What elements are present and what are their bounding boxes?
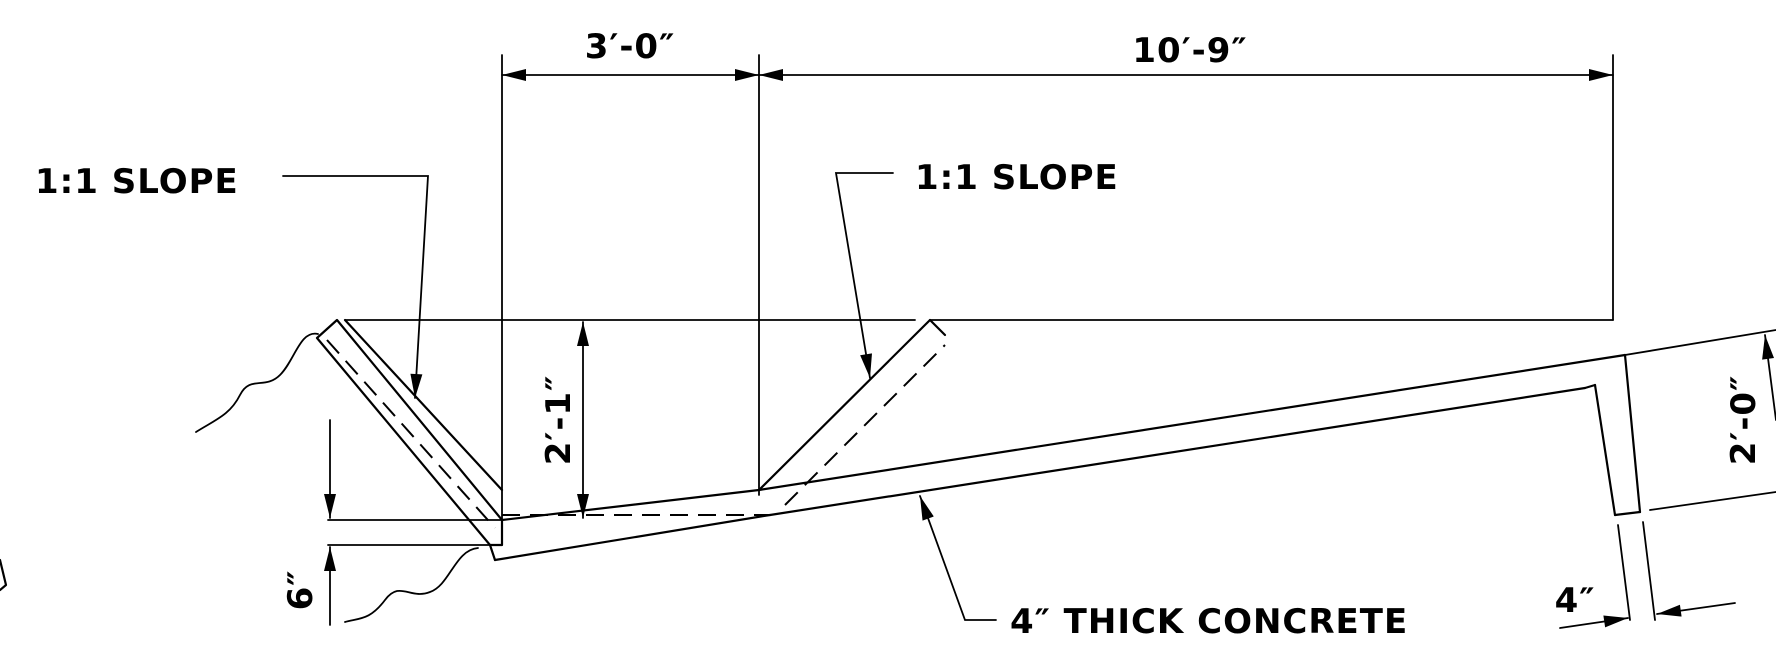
right-slope-callout: 1:1 SLOPE (915, 158, 1119, 198)
left-slope-leader (282, 175, 429, 399)
width-left-dimension: 3′-0″ (585, 27, 676, 67)
break-lines (195, 332, 479, 623)
concrete-callout: 4″ THICK CONCRETE (1010, 602, 1408, 642)
offset-height-dimension (1762, 334, 1776, 421)
edge-fragment (0, 558, 8, 592)
left-slope-wall (315, 318, 504, 562)
offset-height-dimension-label: 2′-0″ (1724, 375, 1764, 466)
right-slope-wall (757, 318, 947, 506)
width-right-dimension: 10′-9″ (1132, 31, 1247, 71)
right-slope-leader (834, 172, 894, 379)
wall-thickness-dimension-label: 4″ (1555, 581, 1596, 621)
concrete-leader (919, 495, 997, 621)
left-slope-callout: 1:1 SLOPE (35, 162, 239, 202)
depth-dimension-label: 2′-1″ (539, 375, 579, 466)
thickness-dimension-label: 6″ (281, 570, 321, 611)
wall-thickness-dimension (1559, 602, 1736, 629)
right-curb-wall (1583, 329, 1776, 621)
top-dimension-lines (501, 54, 1614, 521)
channel-floor-slab (327, 353, 1627, 562)
